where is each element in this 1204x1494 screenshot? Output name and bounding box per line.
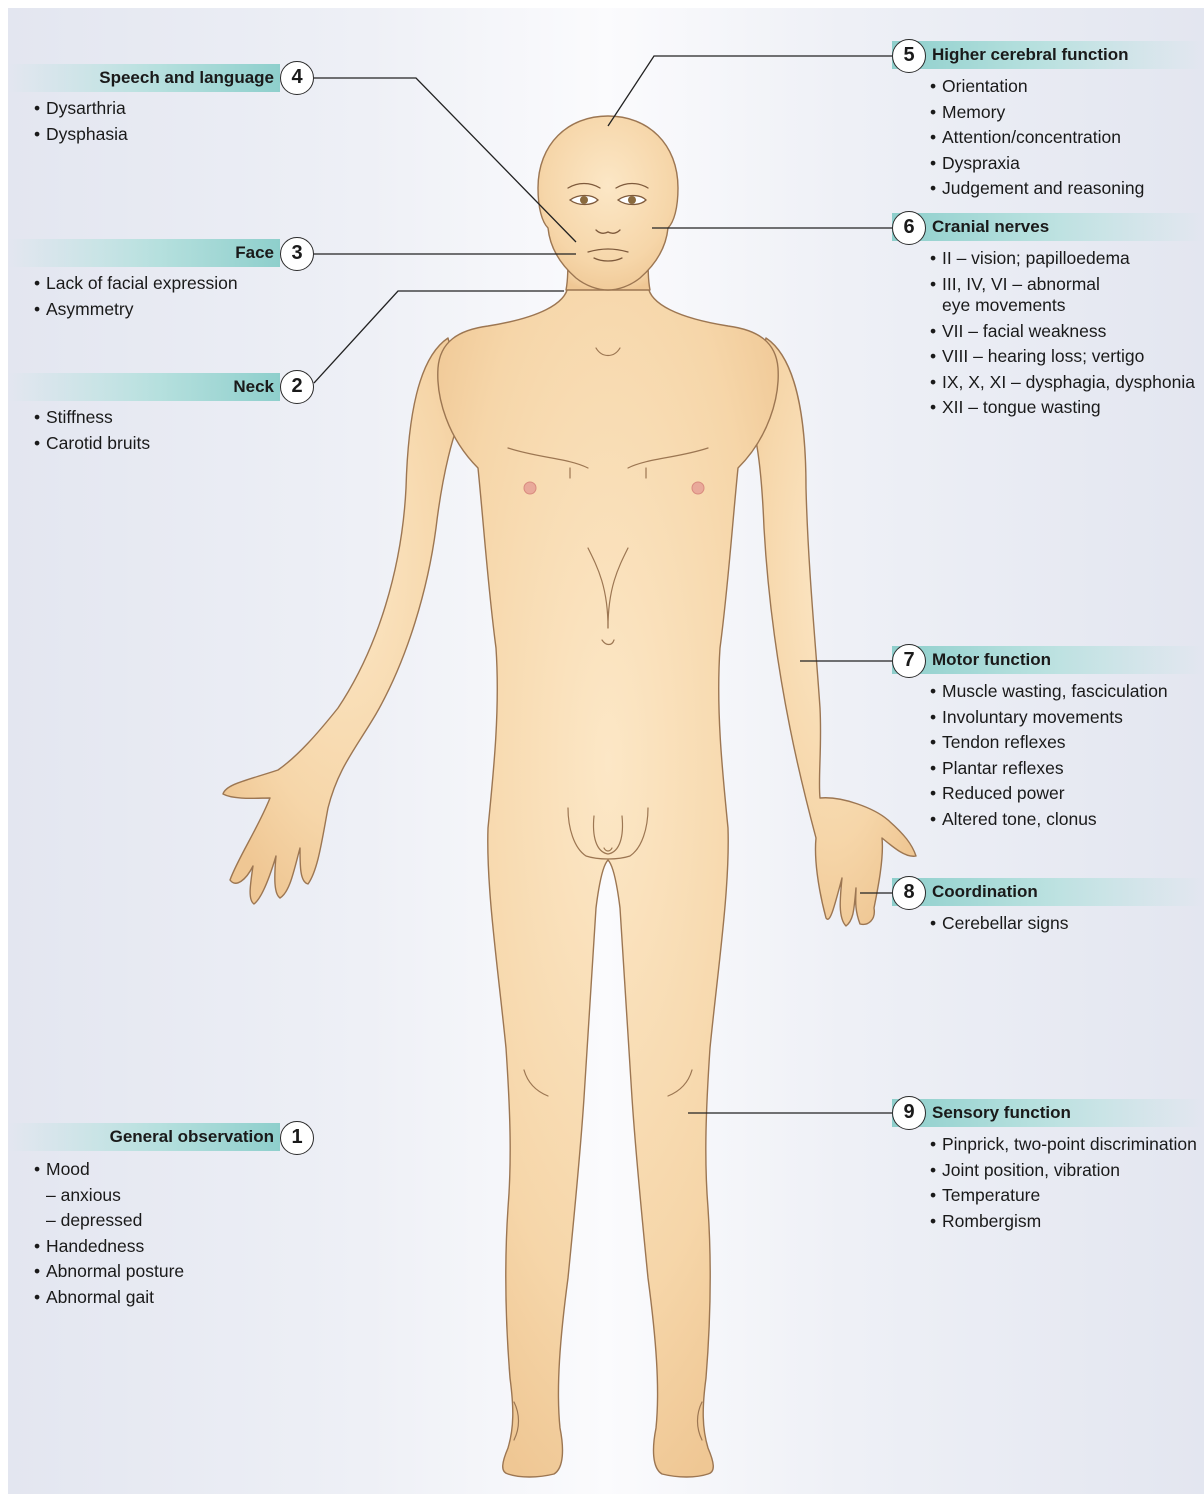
list-item: •Asymmetry	[34, 297, 238, 323]
list-item: •IX, X, XI – dysphagia, dysphonia	[930, 370, 1195, 396]
list-item: •Abnormal posture	[34, 1259, 184, 1285]
diagram-canvas: Speech and language 4 •Dysarthria •Dysph…	[8, 8, 1204, 1494]
list-item: •Mood	[34, 1157, 184, 1183]
section-5-list: •Orientation •Memory •Attention/concentr…	[930, 74, 1144, 202]
list-item: •Handedness	[34, 1234, 184, 1260]
section-6-list: •II – vision; papilloedema •III, IV, VI …	[930, 246, 1195, 421]
list-item: •Dysphasia	[34, 122, 128, 148]
list-item: •XII – tongue wasting	[930, 395, 1195, 421]
section-7-number: 7	[892, 644, 926, 678]
list-subitem: – depressed	[34, 1208, 184, 1234]
list-item: •Tendon reflexes	[930, 730, 1168, 756]
list-item: •Lack of facial expression	[34, 271, 238, 297]
section-8-number: 8	[892, 876, 926, 910]
list-item: •Reduced power	[930, 781, 1168, 807]
list-item: •Stiffness	[34, 405, 150, 431]
section-1-title: General observation	[8, 1123, 280, 1151]
list-item: •Orientation	[930, 74, 1144, 100]
list-item: •Judgement and reasoning	[930, 176, 1144, 202]
section-4-number: 4	[280, 61, 314, 95]
section-9-number: 9	[892, 1096, 926, 1130]
section-9-list: •Pinprick, two-point discrimination •Joi…	[930, 1132, 1197, 1234]
list-item: •VII – facial weakness	[930, 319, 1195, 345]
section-8-list: •Cerebellar signs	[930, 911, 1068, 937]
list-item: •Memory	[930, 100, 1144, 126]
list-item: •Cerebellar signs	[930, 911, 1068, 937]
section-4-list: •Dysarthria •Dysphasia	[34, 96, 128, 147]
section-2-number: 2	[280, 370, 314, 404]
section-3-number: 3	[280, 237, 314, 271]
leader-4	[314, 78, 576, 242]
section-6-title: Cranial nerves	[892, 213, 1204, 241]
list-item: •Joint position, vibration	[930, 1158, 1197, 1184]
body-silhouette	[223, 116, 916, 1477]
section-3-title: Face	[8, 239, 280, 267]
list-item: •II – vision; papilloedema	[930, 246, 1195, 272]
list-item: •Rombergism	[930, 1209, 1197, 1235]
section-6-number: 6	[892, 211, 926, 245]
section-5-number: 5	[892, 39, 926, 73]
list-item: •Plantar reflexes	[930, 756, 1168, 782]
leader-5	[608, 56, 892, 126]
list-item: •Altered tone, clonus	[930, 807, 1168, 833]
section-2-title: Neck	[8, 373, 280, 401]
section-1-number: 1	[280, 1121, 314, 1155]
section-7-title: Motor function	[892, 646, 1204, 674]
list-subitem: – anxious	[34, 1183, 184, 1209]
list-item: •Carotid bruits	[34, 431, 150, 457]
nipple-left	[524, 482, 536, 494]
section-3-list: •Lack of facial expression •Asymmetry	[34, 271, 238, 322]
list-item: •Temperature	[930, 1183, 1197, 1209]
section-9-title: Sensory function	[892, 1099, 1204, 1127]
nipple-right	[692, 482, 704, 494]
section-8-title: Coordination	[892, 878, 1204, 906]
list-item: •Abnormal gait	[34, 1285, 184, 1311]
section-4-title: Speech and language	[8, 64, 280, 92]
list-item: •Muscle wasting, fasciculation	[930, 679, 1168, 705]
list-item: •Dyspraxia	[930, 151, 1144, 177]
section-2-list: •Stiffness •Carotid bruits	[34, 405, 150, 456]
section-7-list: •Muscle wasting, fasciculation •Involunt…	[930, 679, 1168, 832]
list-item: •Dysarthria	[34, 96, 128, 122]
list-item: •Attention/concentration	[930, 125, 1144, 151]
section-1-list: •Mood – anxious – depressed •Handedness …	[34, 1157, 184, 1310]
section-5-title: Higher cerebral function	[892, 41, 1204, 69]
list-item: •Pinprick, two-point discrimination	[930, 1132, 1197, 1158]
list-item: •VIII – hearing loss; vertigo	[930, 344, 1195, 370]
list-item: •Involuntary movements	[930, 705, 1168, 731]
